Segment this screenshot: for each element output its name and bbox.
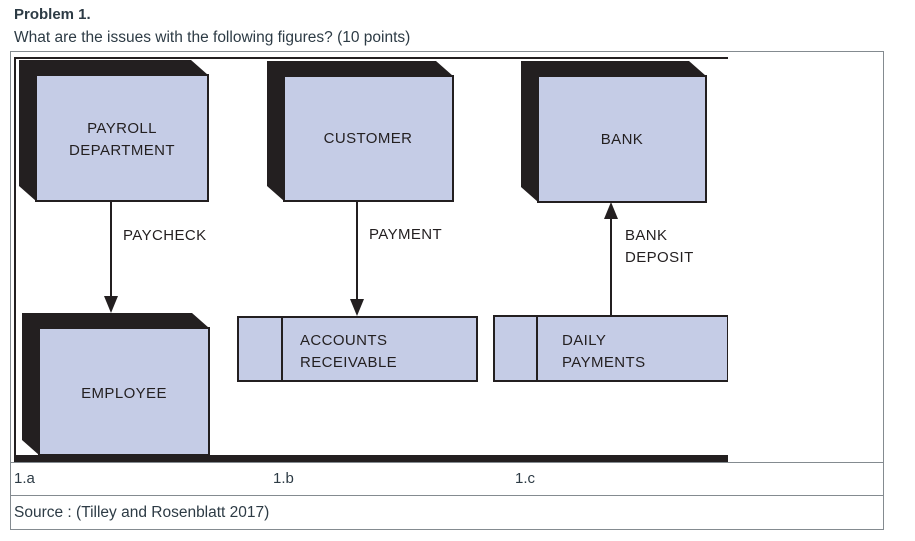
bank-deposit-flow-label-line1: BANK <box>625 227 667 244</box>
bank-entity-label: BANK <box>601 131 643 148</box>
payroll-entity-label-line2: DEPARTMENT <box>69 142 175 159</box>
daily-payments-label-line1: DAILY <box>562 332 606 349</box>
caption-1c: 1.c <box>515 470 536 487</box>
figure-caption-row: 1.a 1.b 1.c <box>11 462 883 495</box>
source-text: Source : (Tilley and Rosenblatt 2017) <box>14 504 270 521</box>
accounts-receivable-label: ACCOUNTS RECEIVABLE <box>300 332 397 371</box>
daily-payments-store <box>493 315 728 382</box>
diagram-1c: BANK BANK DEPOSIT DAILY PAYMENTS <box>493 61 728 382</box>
bank-deposit-flow-label: BANK DEPOSIT <box>625 227 694 266</box>
diagram-1a: PAYROLL DEPARTMENT PAYCHECK EMPLOYEE <box>19 60 210 456</box>
caption-1a: 1.a <box>14 470 35 487</box>
dfd-figure: PAYROLL DEPARTMENT PAYCHECK EMPLOYEE CUST… <box>14 57 728 462</box>
bank-entity-face <box>537 75 707 203</box>
figure-left-border <box>14 57 16 455</box>
source-row: Source : (Tilley and Rosenblatt 2017) <box>11 495 883 529</box>
paycheck-arrowhead <box>104 296 118 313</box>
figure-frame <box>14 57 728 455</box>
accounts-receivable-label-line2: RECEIVABLE <box>300 354 397 371</box>
payroll-entity-label-line1: PAYROLL <box>87 120 157 137</box>
figure-top-border <box>14 57 728 59</box>
accounts-receivable-store <box>237 316 478 382</box>
employee-entity-label: EMPLOYEE <box>81 385 167 402</box>
customer-entity-face <box>283 75 454 202</box>
page-title: Problem 1. <box>14 6 91 23</box>
caption-1b: 1.b <box>273 470 294 487</box>
daily-payments-label-line2: PAYMENTS <box>562 354 646 371</box>
figure-bottom-bar <box>14 455 728 462</box>
payroll-entity-label: PAYROLL DEPARTMENT <box>69 120 175 159</box>
payment-arrowhead <box>350 299 364 316</box>
paycheck-flow-label: PAYCHECK <box>123 227 207 244</box>
figure-image-row: PAYROLL DEPARTMENT PAYCHECK EMPLOYEE CUST… <box>11 52 883 462</box>
question-text: What are the issues with the following f… <box>14 29 411 46</box>
customer-entity-label: CUSTOMER <box>324 130 413 147</box>
payroll-entity-face <box>35 74 209 202</box>
bank-deposit-arrowhead <box>604 202 618 219</box>
diagram-1b: CUSTOMER PAYMENT ACCOUNTS RECEIVABLE <box>237 61 478 382</box>
payment-flow-label: PAYMENT <box>369 226 442 243</box>
figure-table: PAYROLL DEPARTMENT PAYCHECK EMPLOYEE CUST… <box>10 51 884 530</box>
daily-payments-label: DAILY PAYMENTS <box>562 332 646 371</box>
accounts-receivable-label-line1: ACCOUNTS <box>300 332 387 349</box>
bank-deposit-flow-label-line2: DEPOSIT <box>625 249 694 266</box>
